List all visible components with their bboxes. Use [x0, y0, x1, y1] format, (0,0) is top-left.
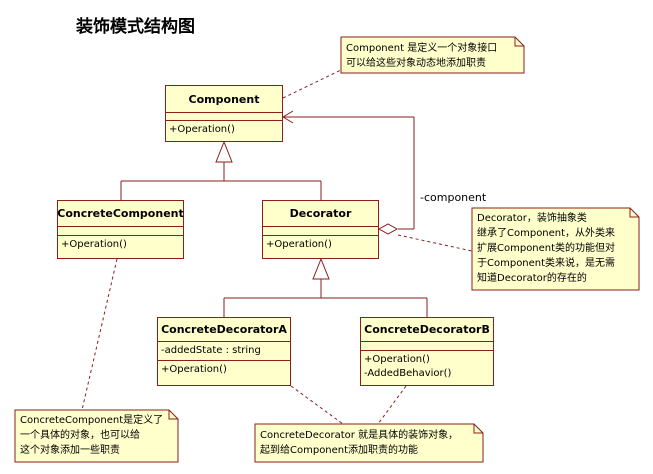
class-component-attributes [166, 113, 282, 121]
class-component-operations: +Operation() [166, 121, 282, 139]
class-concrete-decorator-a-attributes: -addedState : string [158, 342, 290, 361]
class-concrete-decorator-b[interactable]: ConcreteDecoratorB +Operation() -AddedBe… [360, 317, 494, 386]
class-decorator-name: Decorator [263, 201, 378, 227]
generalization-component [120, 140, 322, 200]
class-component-name: Component [166, 86, 282, 113]
operation: +Operation() [61, 239, 127, 250]
generalization-decorator [223, 257, 428, 317]
operation: +Operation() [161, 364, 227, 375]
note-line: 继承了Component，从外类来 [477, 228, 616, 239]
class-concrete-decorator-a[interactable]: ConcreteDecoratorA -addedState : string … [157, 317, 291, 386]
note-line: 一个具体的对象，也可以给 [20, 430, 140, 441]
note-line: 起到给Component添加职责的功能 [260, 445, 419, 456]
aggregation-component [282, 110, 415, 235]
class-concrete-decorator-b-operations: +Operation() -AddedBehavior() [361, 351, 493, 383]
note-line: 知道Decorator的存在的 [477, 273, 587, 284]
note-line: ConcreteDecorator 就是具体的装饰对象， [260, 430, 459, 441]
note-line: 扩展Component类的功能但对 [477, 243, 616, 254]
note-shapes [14, 36, 640, 463]
operation: -AddedBehavior() [364, 368, 452, 379]
note-concrete-component: ConcreteComponent是定义了 一个具体的对象，也可以给 这个对象添… [16, 411, 169, 461]
diagram-title: 装饰模式结构图 [76, 17, 195, 37]
class-decorator-operations: +Operation() [263, 236, 378, 254]
class-concrete-component-attributes [58, 227, 183, 236]
note-line: Component 是定义一个对象接口 [346, 43, 498, 54]
class-concrete-decorator-a-operations: +Operation() [158, 361, 290, 379]
attribute: -addedState : string [161, 345, 261, 356]
association-role-label: -component [420, 191, 487, 204]
note-line: 可以给这些对象动态地添加职责 [346, 58, 486, 69]
note-line: 于Component类来说，是无需 [477, 258, 616, 269]
class-decorator[interactable]: Decorator +Operation() [262, 200, 379, 259]
note-line: Decorator，装饰抽象类 [477, 213, 587, 224]
class-concrete-component-name: ConcreteComponent [57, 201, 184, 227]
class-concrete-decorator-b-name: ConcreteDecoratorB [361, 318, 493, 342]
note-anchors [81, 68, 473, 425]
class-decorator-attributes [263, 227, 378, 236]
note-concrete-decorator: ConcreteDecorator 就是具体的装饰对象， 起到给Componen… [256, 425, 474, 461]
operation: +Operation() [266, 239, 332, 250]
note-decorator: Decorator，装饰抽象类 继承了Component，从外类来 扩展Comp… [473, 209, 629, 289]
class-concrete-component-operations: +Operation() [58, 236, 183, 254]
operation: +Operation() [169, 124, 235, 135]
operation: +Operation() [364, 354, 430, 365]
note-line: ConcreteComponent是定义了 [20, 415, 164, 426]
note-line: 这个对象添加一些职责 [20, 445, 120, 456]
class-component[interactable]: Component +Operation() [165, 85, 283, 142]
class-concrete-component[interactable]: ConcreteComponent +Operation() [57, 200, 184, 259]
class-concrete-decorator-b-attributes [361, 342, 493, 351]
note-component: Component 是定义一个对象接口 可以给这些对象动态地添加职责 [342, 38, 514, 72]
class-concrete-decorator-a-name: ConcreteDecoratorA [158, 318, 290, 342]
